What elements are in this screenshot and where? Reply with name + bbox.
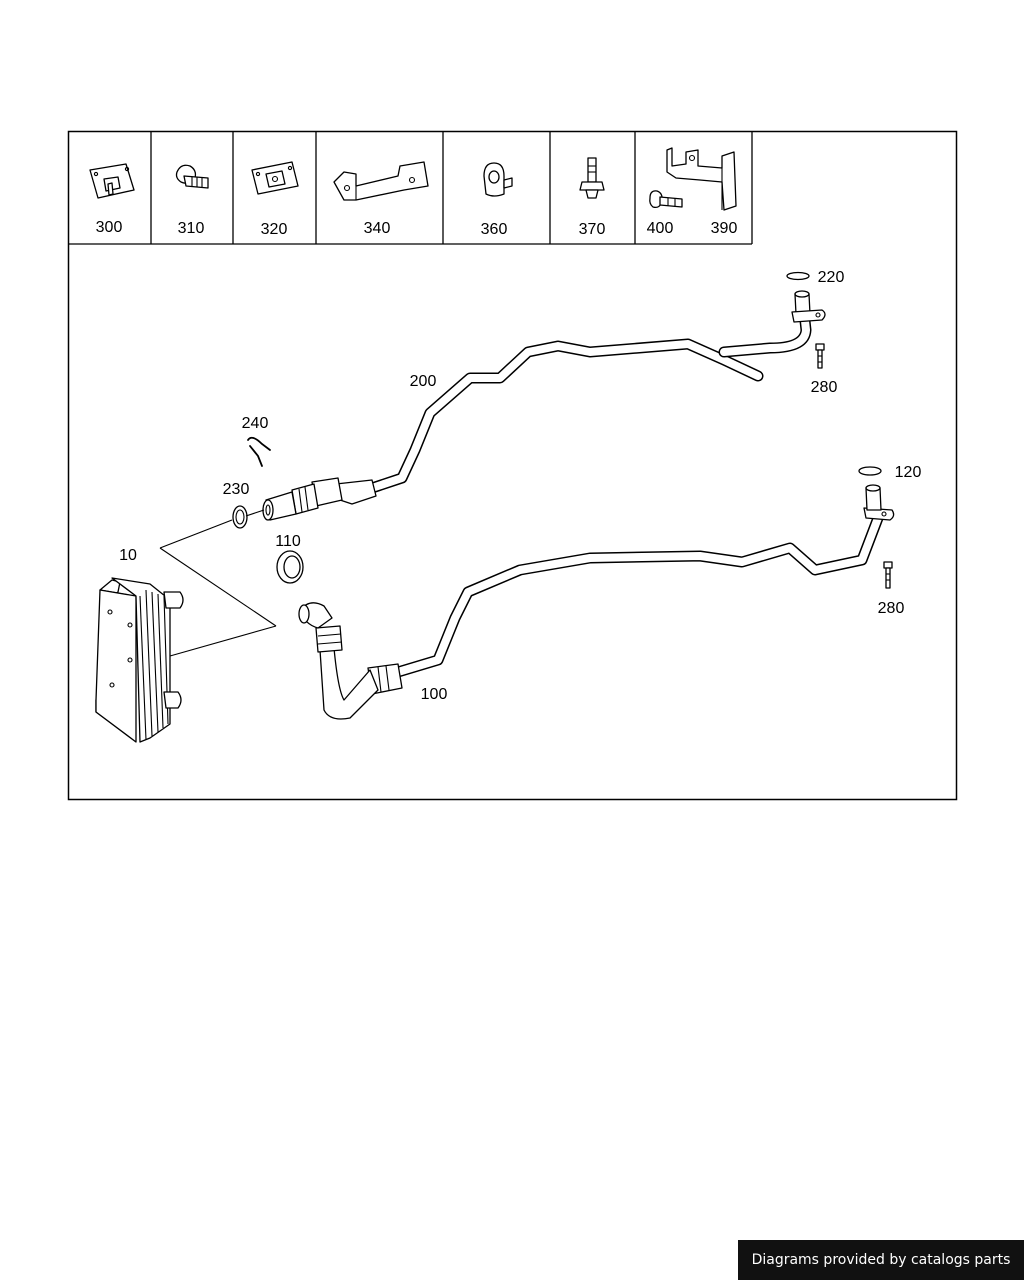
part-110-seal-icon[interactable] — [276, 550, 304, 584]
part-label-400: 400 — [647, 220, 674, 237]
part-label-320: 320 — [261, 221, 288, 238]
callout-220: 220 — [818, 269, 845, 286]
attribution-text: Diagrams provided by catalogs parts — [751, 1252, 1011, 1268]
leader-lines — [159, 509, 277, 657]
part-300-bracket-icon[interactable] — [89, 163, 135, 199]
part-10-oil-cooler-icon[interactable] — [95, 577, 184, 743]
part-label-310: 310 — [178, 220, 205, 237]
diagram-frame — [67, 130, 958, 801]
part-280-bolt-icon-lower[interactable] — [883, 561, 893, 589]
part-240-clip-icon[interactable] — [247, 436, 271, 467]
part-220-seal-icon[interactable] — [786, 271, 810, 281]
callout-120: 120 — [895, 464, 922, 481]
header-grid — [68, 131, 753, 245]
part-280-bolt-icon-upper[interactable] — [815, 343, 825, 369]
callout-280-upper: 280 — [811, 379, 838, 396]
part-340-bracket-icon[interactable] — [333, 161, 429, 201]
part-400-bolt-icon[interactable] — [649, 190, 683, 209]
line-200-pipe[interactable] — [262, 290, 826, 521]
callout-110: 110 — [275, 533, 301, 550]
part-360-clamp-icon[interactable] — [483, 162, 513, 197]
callout-100: 100 — [421, 686, 448, 703]
part-label-390: 390 — [711, 220, 738, 237]
part-120-seal-icon[interactable] — [858, 466, 882, 476]
callout-240: 240 — [242, 415, 269, 432]
part-370-stud-icon[interactable] — [579, 157, 605, 199]
callout-280-lower: 280 — [878, 600, 905, 617]
part-label-360: 360 — [481, 221, 508, 238]
part-label-370: 370 — [579, 221, 606, 238]
part-390-bracket-icon[interactable] — [666, 147, 737, 211]
line-100-pipe[interactable] — [298, 484, 895, 720]
part-310-bolt-icon[interactable] — [175, 164, 209, 189]
callout-10: 10 — [119, 547, 137, 564]
part-label-300: 300 — [96, 219, 123, 236]
part-320-bracket-icon[interactable] — [251, 161, 299, 195]
attribution-banner: Diagrams provided by catalogs parts — [738, 1240, 1024, 1280]
callout-200: 200 — [410, 373, 437, 390]
part-label-340: 340 — [364, 220, 391, 237]
part-230-o-ring-icon[interactable] — [232, 505, 248, 529]
callout-230: 230 — [223, 481, 250, 498]
